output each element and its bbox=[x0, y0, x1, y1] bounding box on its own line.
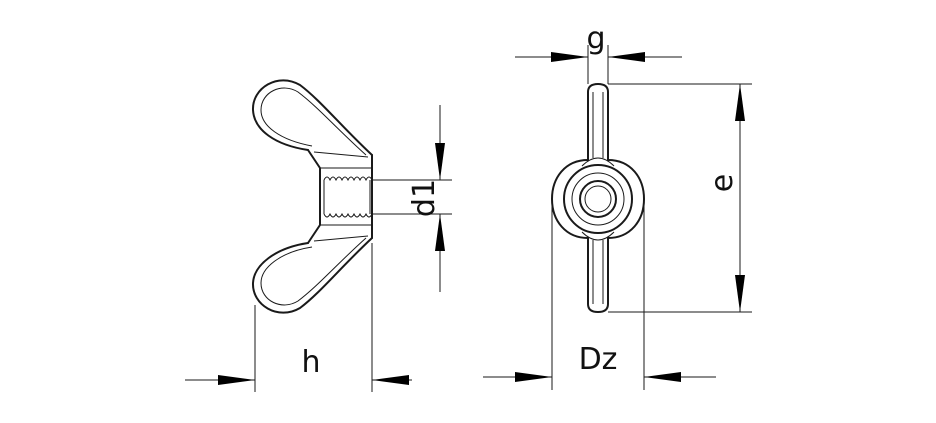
upper-wing-inner-edge bbox=[260, 87, 367, 156]
upper-wing bbox=[251, 79, 373, 156]
thread-top bbox=[323, 176, 373, 182]
dimension-d1: d1 bbox=[372, 105, 452, 292]
h-label: h bbox=[301, 345, 320, 380]
front-hub-fillet-bottom bbox=[581, 231, 615, 241]
wing-nut-side-view bbox=[251, 79, 373, 314]
front-hub-fillet-top bbox=[581, 157, 615, 167]
dimension-e: e bbox=[608, 83, 752, 313]
front-hub-ring bbox=[563, 164, 633, 234]
threaded-hole-minor bbox=[584, 185, 612, 213]
dz-label: Dz bbox=[579, 342, 618, 377]
h-arrow-left bbox=[218, 375, 255, 385]
d1-arrow-bottom bbox=[435, 214, 445, 251]
lower-wing-inner-edge bbox=[260, 237, 367, 306]
dimension-dz: Dz bbox=[483, 199, 716, 390]
e-arrow-top bbox=[735, 84, 745, 121]
d1-arrow-top bbox=[435, 143, 445, 180]
g-arrow-right bbox=[608, 52, 645, 62]
hub-chamfer-bottom bbox=[313, 235, 369, 242]
d1-label: d1 bbox=[407, 179, 442, 217]
lower-wing bbox=[251, 237, 373, 314]
front-hub-inner-ring bbox=[571, 172, 625, 226]
e-arrow-bottom bbox=[735, 275, 745, 312]
g-arrow-left bbox=[551, 52, 588, 62]
dimension-g: g bbox=[515, 21, 682, 84]
hub-body bbox=[307, 149, 321, 244]
front-lower-wing bbox=[587, 237, 609, 313]
wing-nut-front-view bbox=[551, 83, 645, 313]
dimension-h: h bbox=[185, 243, 412, 392]
dz-arrow-right bbox=[644, 372, 681, 382]
e-label: e bbox=[705, 174, 740, 192]
dz-arrow-left bbox=[515, 372, 552, 382]
h-arrow-right bbox=[372, 375, 409, 385]
g-label: g bbox=[586, 21, 605, 56]
thread-bottom bbox=[323, 212, 373, 218]
front-hub-outline bbox=[551, 159, 645, 239]
front-upper-wing bbox=[587, 83, 609, 161]
threaded-hole bbox=[579, 180, 617, 218]
hub-chamfer-top bbox=[313, 151, 369, 158]
